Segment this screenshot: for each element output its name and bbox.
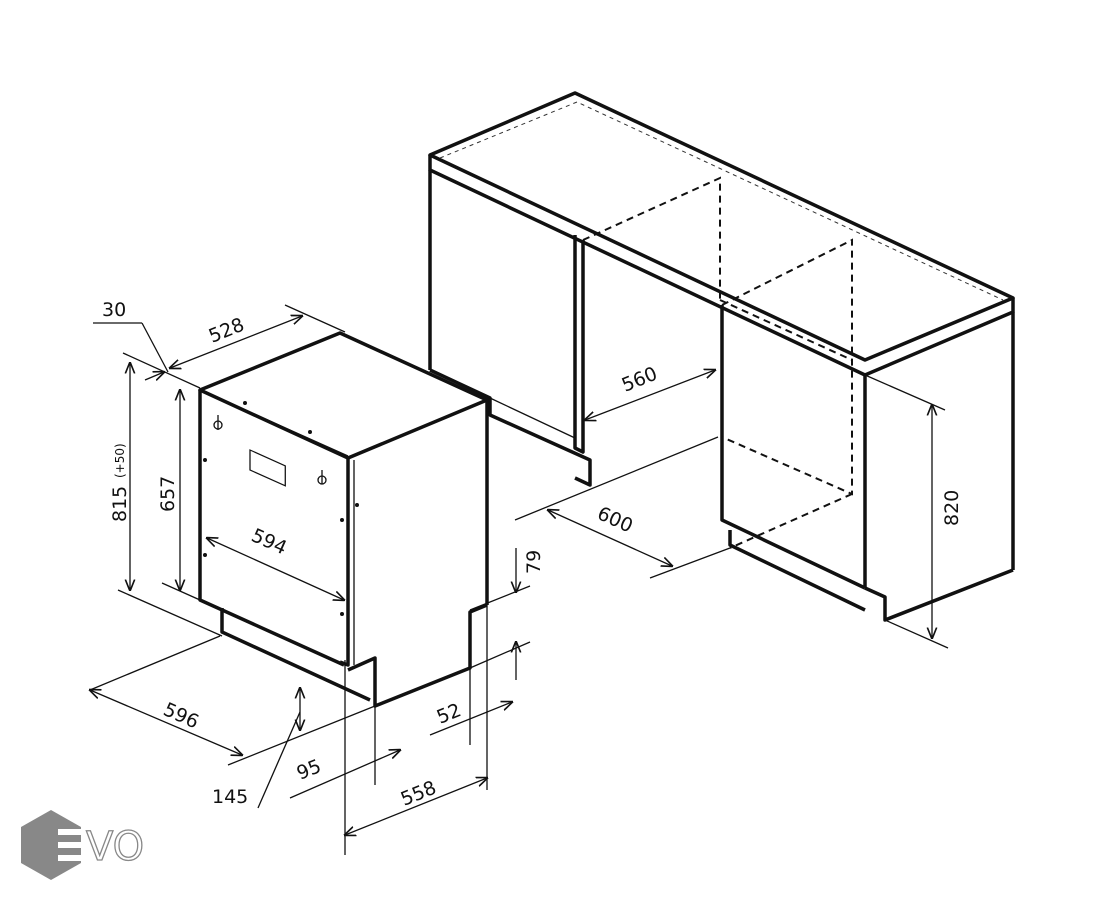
dim-top-offset: 30	[102, 299, 126, 321]
kitchen-cabinet	[428, 91, 1015, 622]
dim-height-panel: 657	[157, 476, 179, 512]
logo-text: VO	[86, 824, 144, 870]
dim-panel-width: 594	[248, 524, 290, 559]
dim-rear-step: 52	[434, 699, 465, 728]
evo-logo: VO	[21, 810, 145, 880]
dim-rear-step-height: 79	[523, 550, 545, 574]
dim-niche-width: 560	[619, 363, 661, 397]
dim-niche-height: 820	[941, 490, 963, 526]
dim-width: 596	[160, 698, 202, 733]
dim-height-total: 815	[109, 486, 131, 522]
dimension-lines	[90, 304, 949, 855]
dim-height-adjust: (+50)	[113, 443, 127, 478]
dim-plinth-height: 145	[212, 786, 248, 808]
dishwasher	[198, 331, 489, 708]
dim-depth-top: 528	[206, 314, 248, 348]
dim-niche-depth: 600	[594, 502, 636, 537]
dim-plinth-depth: 95	[294, 755, 325, 784]
